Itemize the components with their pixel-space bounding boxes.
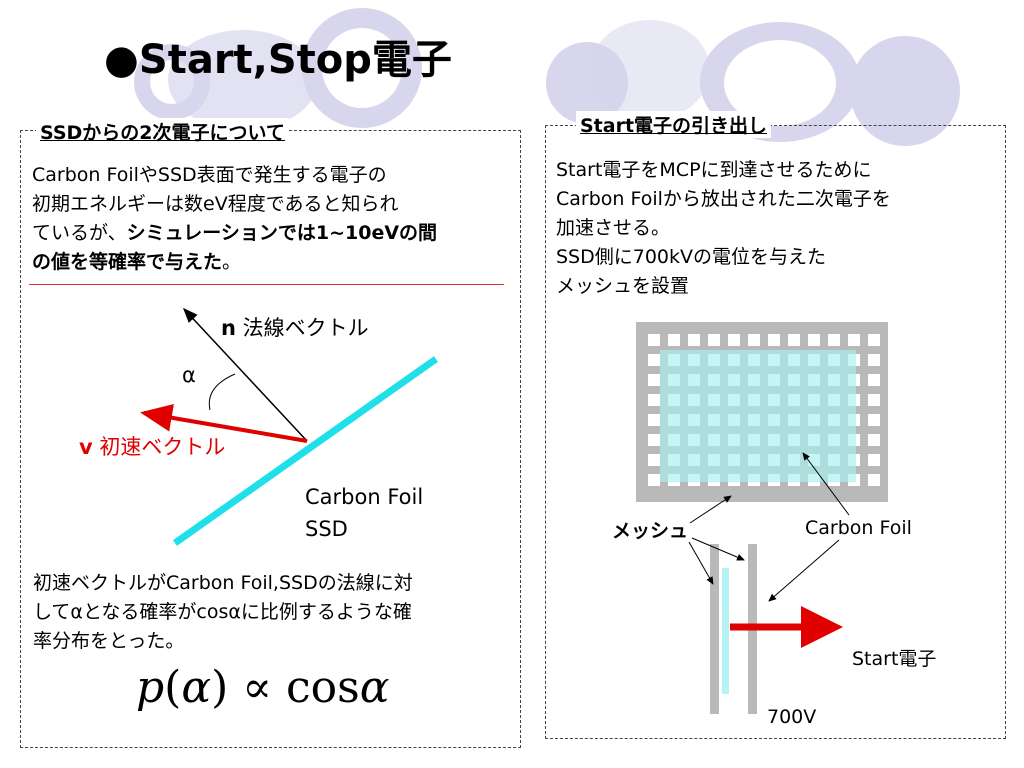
desc-line-2: 初期エネルギーは数eV程度であると知られ	[32, 193, 399, 215]
normal-vector-arrow	[182, 307, 308, 442]
desc-line-4-end: 。	[222, 251, 242, 273]
formula-cos: cos	[285, 662, 360, 713]
mesh-pointer-3	[688, 541, 714, 585]
carbon-foil-strip	[722, 568, 729, 694]
carbon-foil-line	[172, 356, 439, 546]
voltage-label: 700V	[767, 706, 817, 728]
right-line-1: Start電子をMCPに到達させるために	[556, 159, 872, 181]
decor-circle-7	[850, 36, 960, 146]
desc-line-3-normal: ているが、	[32, 222, 127, 244]
normal-vector-text: 法線ベクトル	[235, 316, 369, 340]
velocity-diagram-svg	[140, 307, 439, 546]
decor-circle-2	[168, 30, 318, 130]
left-panel-heading: SSDからの2次電子について	[36, 118, 289, 145]
decor-circle-5	[590, 20, 710, 120]
start-electron-label: Start電子	[852, 648, 937, 670]
carbon-foil-label-right: Carbon Foil	[805, 517, 912, 539]
velocity-vector-symbol: v	[79, 435, 93, 459]
mesh-pointer-2	[691, 537, 745, 561]
prob-line-3: 率分布をとった。	[33, 630, 185, 652]
foil-pointer-2	[768, 539, 840, 602]
decor-circle-3	[302, 8, 422, 128]
desc-line-4: の値を等確率で与えた。	[32, 248, 437, 277]
foil-pointer-1	[802, 452, 850, 516]
right-line-5: メッシュを設置	[556, 275, 690, 297]
mesh-plate-left	[710, 544, 719, 714]
alpha-angle-arc	[208, 373, 236, 411]
normal-vector-label: n 法線ベクトル	[221, 312, 369, 342]
desc-line-1: Carbon FoilやSSD表面で発生する電子の	[32, 164, 387, 186]
prob-line-1: 初速ベクトルがCarbon Foil,SSDの法線に対	[33, 572, 413, 594]
velocity-vector-label: v 初速ベクトル	[79, 431, 225, 461]
desc-line-3: ているが、シミュレーションでは1~10eVの間	[32, 219, 437, 248]
formula-prop: ∝	[228, 662, 286, 713]
probability-description: 初速ベクトルがCarbon Foil,SSDの法線に対 してαとなる確率がcos…	[33, 569, 413, 656]
right-line-2: Carbon Foilから放出された二次電子を	[556, 188, 891, 210]
desc-line-3-bold: シミュレーションでは1~10eVの間	[126, 222, 438, 244]
right-panel-description: Start電子をMCPに到達させるために Carbon Foilから放出された二…	[556, 156, 891, 301]
carbon-foil-label: Carbon Foil	[305, 485, 424, 509]
velocity-diagram: n 法線ベクトル α v 初速ベクトル Carbon Foil SSD	[60, 295, 500, 555]
prob-line-2: してαとなる確率がcosαに比例するような確	[33, 601, 412, 623]
formula-alpha-2: α	[359, 662, 390, 713]
mesh-diagram: メッシュ Carbon Foil Start電子 700V	[596, 316, 996, 736]
velocity-vector-text: 初速ベクトル	[92, 435, 226, 459]
right-panel-box	[545, 125, 1006, 739]
formula-alpha: α	[181, 662, 212, 713]
alpha-label: α	[182, 363, 196, 387]
cosine-formula: p(α) ∝ cosα	[136, 666, 389, 710]
normal-vector-symbol: n	[221, 316, 236, 340]
left-panel-description: Carbon FoilやSSD表面で発生する電子の 初期エネルギーは数eV程度で…	[32, 161, 437, 277]
mesh-pointer-1	[689, 495, 732, 524]
right-line-3: 加速させる。	[556, 217, 671, 239]
mesh-label: メッシュ	[612, 520, 689, 542]
mesh-diagram-svg	[636, 322, 888, 714]
formula-close: )	[211, 662, 229, 713]
ssd-label: SSD	[305, 517, 348, 541]
right-panel-heading: Start電子の引き出し	[576, 111, 772, 138]
desc-line-4-bold: の値を等確率で与えた	[32, 251, 223, 273]
formula-open: (	[164, 662, 182, 713]
carbon-foil-area	[660, 350, 856, 482]
slide-title: ●Start,Stop電子	[104, 37, 452, 83]
right-line-4: SSD側に700kVの電位を与えた	[556, 246, 827, 268]
highlight-underline	[29, 284, 504, 285]
formula-p: p	[136, 662, 165, 713]
velocity-vector-arrow	[140, 403, 308, 443]
